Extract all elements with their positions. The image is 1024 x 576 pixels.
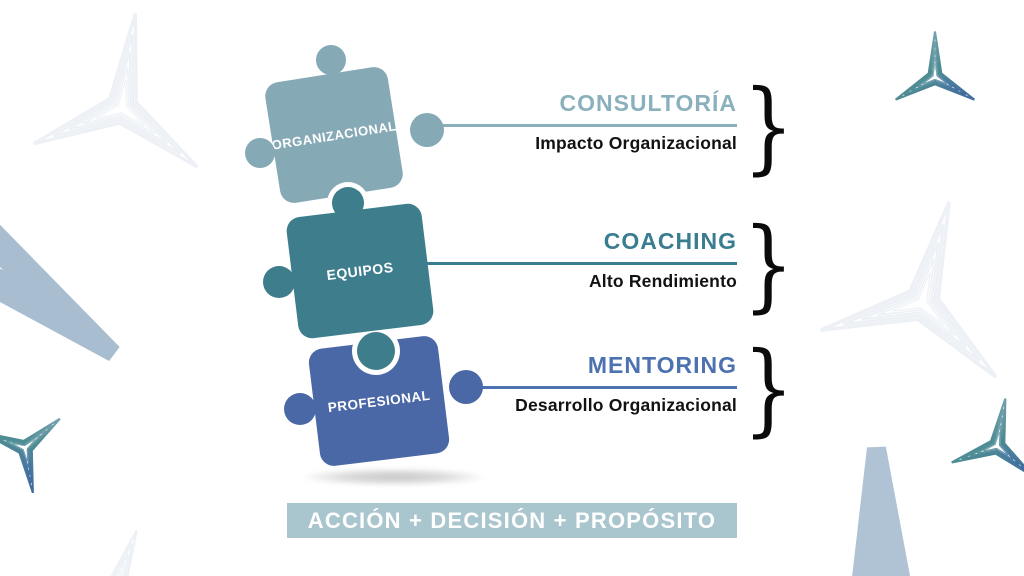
tri-star-gradient-icon [950, 390, 1024, 479]
striped-arm-icon [576, 411, 1024, 576]
service-row-coaching: COACHING Alto Rendimiento } [277, 215, 794, 315]
service-title: COACHING [603, 228, 737, 254]
connector-line [424, 262, 737, 265]
puzzle-knob [449, 370, 483, 404]
puzzle-piece-organizacional: ORGANIZACIONAL [263, 65, 405, 205]
puzzle-knob [263, 266, 295, 298]
tri-star-icon [51, 510, 190, 576]
puzzle-knob [316, 45, 346, 75]
puzzle-knob [410, 113, 444, 147]
service-title: CONSULTORÍA [559, 90, 737, 116]
curly-brace-icon: } [743, 206, 794, 323]
service-title: MENTORING [587, 352, 737, 378]
banner: ACCIÓN + DECISIÓN + PROPÓSITO [287, 503, 737, 538]
connector-line [440, 124, 737, 127]
puzzle-shadow [300, 468, 488, 486]
curly-brace-icon: } [743, 68, 794, 185]
connector-line [470, 386, 737, 389]
service-row-mentoring: MENTORING Desarrollo Organizacional } [277, 339, 794, 439]
puzzle-knob [284, 393, 316, 425]
puzzle-piece-label: PROFESIONAL [326, 387, 432, 415]
tri-star-gradient-icon [0, 387, 87, 494]
puzzle-knob-interlock [357, 332, 395, 370]
service-row-consultoria: CONSULTORÍA Impacto Organizacional } [277, 77, 794, 177]
banner-text: ACCIÓN + DECISIÓN + PROPÓSITO [307, 507, 717, 533]
service-subtitle: Desarrollo Organizacional [515, 395, 737, 415]
service-subtitle: Alto Rendimiento [588, 271, 737, 291]
curly-brace-icon: } [743, 330, 794, 447]
tri-star-icon [819, 176, 1024, 379]
tri-star-icon [31, 0, 219, 169]
puzzle-piece-label: EQUIPOS [325, 258, 395, 284]
puzzle-piece-label: ORGANIZACIONAL [270, 117, 398, 153]
striped-arm-icon [0, 0, 302, 576]
service-subtitle: Impacto Organizacional [535, 133, 737, 153]
puzzle-knob [245, 138, 275, 168]
tri-star-gradient-icon [894, 30, 976, 101]
puzzle-piece-equipos: EQUIPOS [285, 202, 435, 340]
